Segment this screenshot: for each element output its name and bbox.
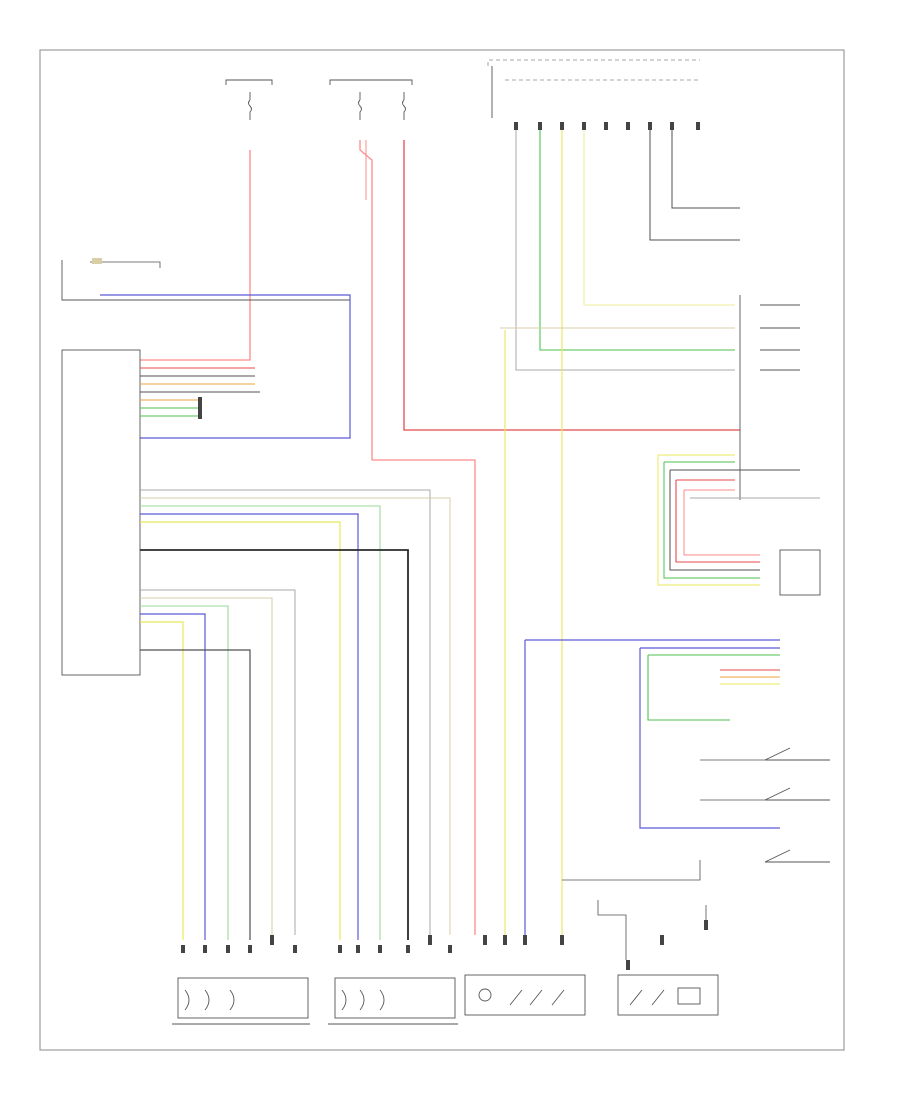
wire-lower-return	[562, 860, 701, 881]
switch-lower-2	[764, 787, 830, 801]
wire-right-dark	[669, 469, 800, 571]
wire-blue-lower	[524, 639, 780, 940]
wire-tan-2	[140, 597, 273, 935]
dashed-bracket-top	[487, 59, 700, 66]
wire-blue-2	[140, 613, 206, 940]
sensor-wire	[90, 261, 161, 268]
wire-harness-paleyellow	[583, 130, 735, 306]
switch-lower-1	[764, 747, 830, 761]
wire-green-1	[140, 505, 381, 940]
wire-lowright-blue	[639, 647, 780, 829]
wire-right-red	[675, 479, 760, 563]
right-rear-unit	[334, 977, 456, 1019]
wire-left-power	[140, 150, 251, 361]
bottom-connector-pins	[181, 920, 708, 970]
wire-right-power	[403, 140, 740, 431]
wire-harness-dark-2	[671, 130, 740, 209]
right-rear-coils	[341, 989, 385, 1011]
wire-yellow-2	[140, 621, 184, 940]
fuse-center	[358, 92, 362, 120]
wire-blue-1	[140, 513, 359, 940]
wire-gray-1	[140, 489, 431, 935]
diagram-frame	[39, 49, 845, 1051]
fuse-left	[248, 92, 252, 120]
wire-right-yellow	[657, 454, 760, 586]
wire-harness-green	[539, 130, 735, 351]
splice-block	[198, 397, 202, 419]
switch-stack-contacts	[760, 304, 800, 371]
wire-lower-switch	[700, 759, 765, 801]
switch-lower-3	[764, 849, 830, 863]
wire-lowright-green	[647, 654, 780, 721]
wire-center-power	[359, 140, 476, 935]
rear-switch-unit	[464, 974, 586, 1016]
right-switch-relay	[677, 987, 701, 1005]
wire-bottom-link	[597, 900, 627, 960]
sensor-connector	[92, 258, 102, 264]
wire-blue-loop	[100, 294, 351, 439]
wire-harness-dark	[649, 130, 740, 241]
wire-yellow-1	[140, 521, 341, 940]
left-rear-unit	[177, 977, 309, 1019]
left-control-module	[61, 349, 141, 676]
fuse-right	[402, 92, 406, 120]
rear-switch-lamp-icon	[478, 988, 492, 1002]
wire-harness-gray	[515, 130, 735, 371]
wire-gray-2	[140, 589, 296, 935]
wire-tan-1	[140, 497, 451, 935]
right-switch-unit	[617, 974, 719, 1016]
wire-green-2	[140, 605, 229, 940]
sensor-bracket	[61, 260, 350, 301]
wire-right-green	[663, 461, 760, 579]
wire-dark-2	[140, 649, 251, 940]
wire-black-1	[140, 549, 409, 940]
left-rear-coils	[184, 989, 235, 1011]
top-connector-pins	[514, 122, 700, 130]
fuse-bracket-center	[329, 79, 413, 85]
right-connector-box	[779, 549, 821, 596]
wire-right-pink	[683, 489, 760, 556]
rear-switch-contacts	[509, 989, 565, 1006]
right-switch-contacts	[629, 989, 665, 1006]
fuse-bracket-left	[225, 79, 273, 85]
